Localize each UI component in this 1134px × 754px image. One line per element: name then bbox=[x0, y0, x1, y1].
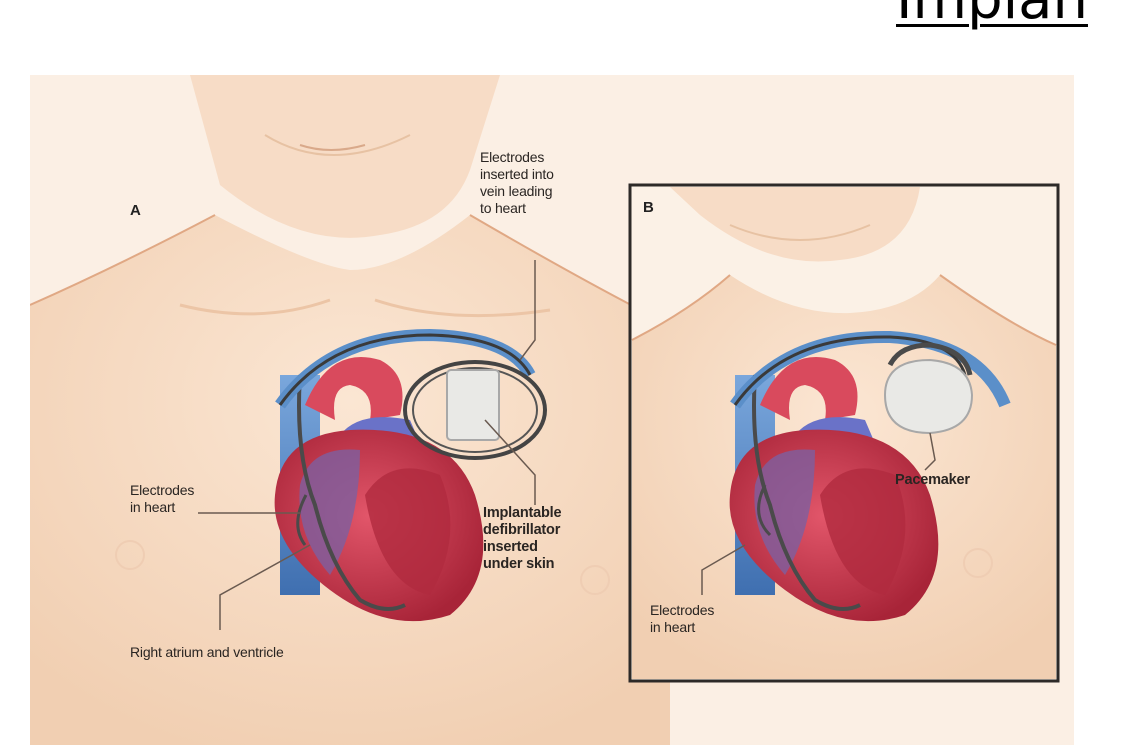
label-electrodes-in-heart-a: Electrodes in heart bbox=[130, 482, 195, 515]
panel-a-heart bbox=[274, 357, 484, 622]
panel-a-letter: A bbox=[130, 202, 141, 219]
panel-b-letter: B bbox=[643, 199, 654, 216]
panel-b-heart bbox=[729, 357, 939, 622]
label-pacemaker: Pacemaker bbox=[895, 472, 970, 488]
device-illustration: A B Electrodes inserted into vein leadin… bbox=[30, 75, 1074, 745]
panel-a-icd bbox=[275, 260, 547, 505]
icd-device bbox=[446, 369, 500, 441]
label-electrodes-in-heart-b: Electrodes in heart bbox=[650, 602, 715, 635]
label-electrodes-vein: Electrodes inserted into vein leading to… bbox=[480, 149, 554, 216]
label-right-atrium-ventricle: Right atrium and ventricle bbox=[130, 644, 284, 660]
pacemaker-device bbox=[883, 358, 974, 435]
panel-b-pacemaker bbox=[730, 330, 1011, 471]
illustration-artwork bbox=[30, 75, 1074, 745]
label-implantable-defibrillator: Implantable defibrillator inserted under… bbox=[483, 505, 562, 572]
slide-title: Implan bbox=[896, 0, 1088, 28]
